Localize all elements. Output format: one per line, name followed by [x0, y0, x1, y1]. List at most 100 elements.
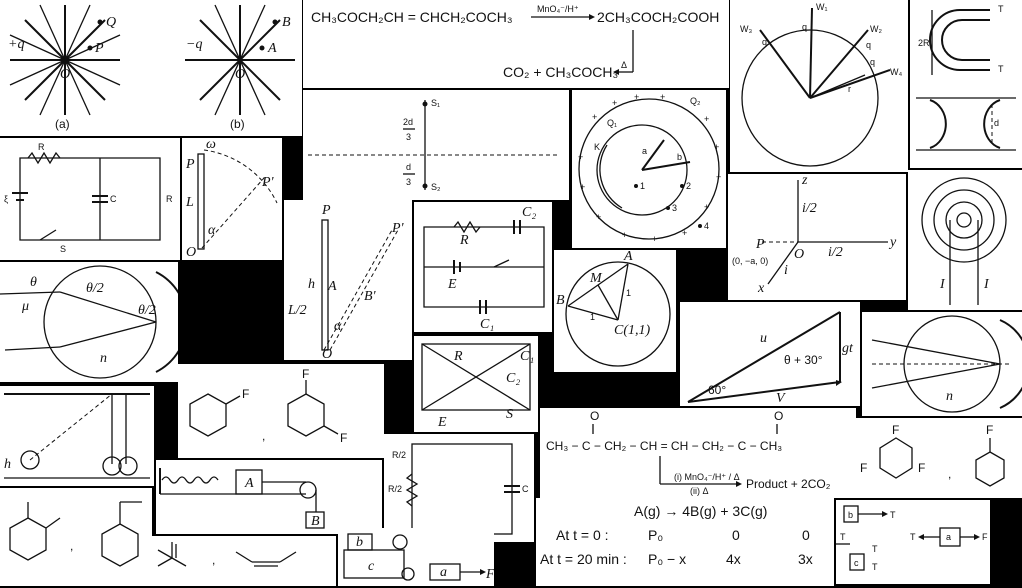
r-label: R: [453, 349, 463, 364]
s1-label: S₁: [431, 98, 440, 108]
fbd-t3-label: T: [872, 544, 878, 554]
reagent-1: (i) MnO₄⁻/H⁺ / Δ: [674, 472, 740, 482]
c-label: C: [522, 484, 529, 494]
axes-figure: z y x i/2 i/2 i P (0, −a, 0) O: [732, 174, 897, 296]
w1-label: W₁: [816, 2, 828, 12]
reaction-reagent: MnO₄⁻/H⁺: [537, 4, 579, 14]
f1-label: F: [892, 423, 899, 437]
c2-label: C₂: [506, 371, 520, 386]
r-half-label-1: R/2: [392, 450, 406, 460]
two-r-label: 2R: [918, 38, 930, 48]
point-1-label: 1: [640, 181, 645, 191]
q-label-2: q: [762, 37, 767, 47]
t-top-label: T: [998, 4, 1004, 14]
b-point-label: B: [282, 15, 291, 30]
o1-label: O: [590, 409, 599, 423]
three-label-2: 3: [406, 177, 411, 187]
point-p-label: P: [755, 237, 765, 252]
theta-half-label-2: θ/2: [138, 303, 156, 318]
svg-text:+: +: [596, 212, 601, 222]
k-label: K: [594, 142, 600, 152]
fluoro-figure: F , F F: [189, 367, 347, 445]
f3-label: F: [918, 461, 925, 475]
spiral-figure: I I: [921, 177, 1007, 305]
i-half-y-label: i/2: [828, 245, 843, 260]
blocks-figure: b c a F: [343, 533, 494, 582]
emf-label: ξ: [4, 194, 8, 204]
x-axis-label: x: [757, 281, 765, 296]
svg-text:+: +: [660, 92, 665, 102]
circuit2-figure: R C₂ E C₁: [423, 205, 545, 332]
q-label-1: q: [802, 22, 807, 32]
length-1-label: 1: [626, 288, 631, 298]
center-label: C(1,1): [614, 323, 651, 338]
reaction-reactant: CH₃COCH₂CH = CHCH₂COCH₃: [311, 9, 513, 25]
svg-text:+: +: [652, 234, 657, 244]
diketone-figure: O O CH₃ − C − CH₂ − CH = CH − CH₂ − C − …: [546, 409, 831, 496]
svg-text:+: +: [682, 228, 687, 238]
rod2-figure: P P' h A L/2 α B' O: [287, 203, 405, 360]
l-half-label: L/2: [287, 303, 307, 318]
t-bottom-label: T: [998, 64, 1004, 74]
u-label: u: [760, 331, 767, 346]
circuit2-tile: R C₂ E C₁: [414, 202, 552, 332]
f4-label: F: [986, 423, 993, 437]
svg-text:+: +: [704, 202, 709, 212]
q-label-4: q: [870, 57, 875, 67]
star-a: [9, 4, 121, 116]
pendulum-figure: h: [4, 393, 150, 479]
prism-tile: θ θ/2 θ/2 μ n: [0, 262, 178, 382]
point-b-label: B: [556, 293, 565, 308]
o-pivot-label: O: [322, 347, 332, 360]
b-radius-label: b: [677, 152, 682, 162]
alkenes-figure: ,: [157, 542, 297, 567]
wheel-figure: W₁ W₃ W₂ W₄ q q q q r: [740, 2, 902, 167]
c2-label: C₂: [522, 205, 536, 220]
reagent-2: (ii) Δ: [690, 486, 709, 496]
caption-b: (b): [230, 117, 245, 131]
cshape-tile: T T 2R d: [910, 0, 1022, 168]
i-x-label: i: [784, 263, 788, 278]
a-point-label: A: [267, 41, 277, 56]
block-b-label: B: [311, 514, 320, 529]
s2-label: S₂: [431, 182, 441, 192]
emf-label: E: [447, 277, 457, 292]
r-label: R: [459, 233, 469, 248]
reaction-product: 2CH₃COCH₂COOH: [597, 9, 719, 25]
alkenes-tile: ,: [152, 536, 336, 586]
diketone-tile: O O CH₃ − C − CH₂ − CH = CH − CH₂ − C − …: [540, 408, 856, 498]
switch-label: S: [506, 407, 513, 422]
star-b: [185, 4, 295, 116]
block-b-label: b: [356, 535, 363, 550]
h-label: h: [308, 277, 315, 292]
svg-text:+: +: [714, 142, 719, 152]
rc-figure: R/2 R/2 C: [388, 443, 529, 535]
circuit3-tile: R C₁ C₂ E S: [414, 336, 538, 432]
mu-label: μ: [21, 299, 29, 314]
fbd-b-label: b: [848, 510, 853, 520]
circuit3-figure: R C₁ C₂ E S: [421, 343, 534, 430]
spring-figure: A B: [159, 468, 325, 529]
y-axis-label: y: [888, 235, 897, 250]
theta-incidence-label: θ: [30, 275, 37, 290]
caption-a: (a): [55, 117, 70, 131]
force-label: F: [485, 567, 494, 582]
r-parallel-label: R: [166, 194, 173, 204]
comma-label: ,: [948, 467, 951, 481]
comma-label: ,: [262, 429, 265, 443]
fbd-t5-label: T: [910, 532, 916, 542]
diketone-formula: CH₃ − C − CH₂ − CH = CH − CH₂ − C − CH₃: [546, 439, 782, 453]
row1-a: P₀: [648, 527, 663, 543]
a-label: A: [327, 279, 337, 294]
current-in-label: I: [939, 277, 946, 292]
row1-b: 0: [732, 527, 740, 543]
sixty-label: 60°: [708, 383, 726, 397]
n-label: n: [946, 389, 953, 404]
omega-label: ω: [206, 138, 216, 152]
fluoro-tile: F , F F: [178, 364, 384, 458]
three-label-1: 3: [406, 132, 411, 142]
vectors-tile: u gt θ + 30° 60° V: [680, 302, 860, 406]
circuit1-figure: R C R ξ S: [4, 142, 173, 254]
w4-label: W₄: [890, 67, 902, 77]
row2-label: At t = 20 min :: [540, 551, 627, 567]
